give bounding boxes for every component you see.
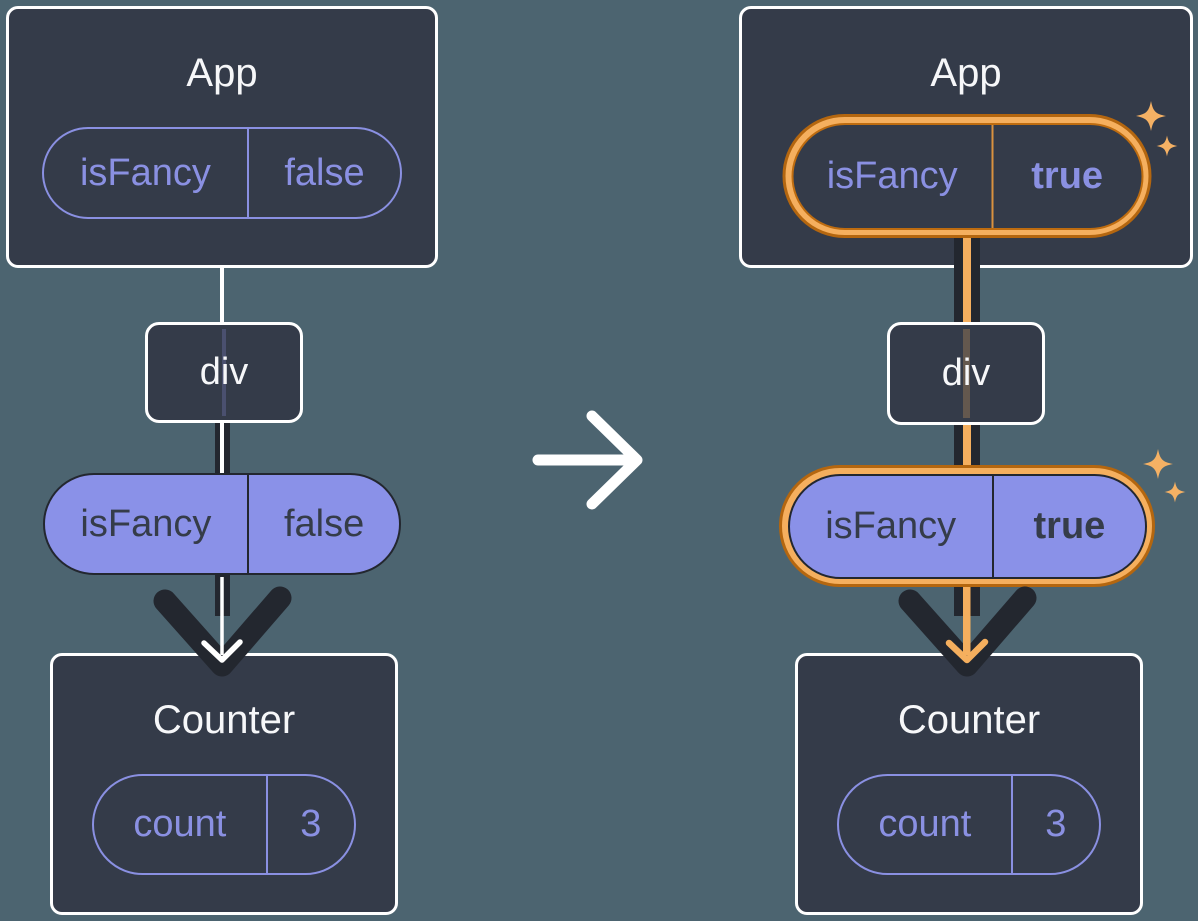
counter-title: Counter (152, 698, 296, 742)
counter-component-box-before: Counter count 3 (50, 653, 398, 915)
div-label: div (941, 352, 991, 394)
pill-divider (991, 124, 994, 228)
prop-value: false (283, 502, 365, 545)
pill-divider (246, 475, 250, 573)
div-node-after: div (887, 322, 1045, 425)
pass-through-line (222, 329, 226, 416)
state-value: 3 (300, 803, 322, 845)
highlight-ring: isFancy true (779, 465, 1155, 587)
app-to-div-connector (220, 266, 224, 324)
prop-pill-isfancy-before: isFancy false (43, 473, 401, 575)
prop-name: isFancy (80, 502, 212, 545)
state-name: count (133, 803, 227, 845)
state-pill-count-before: count 3 (92, 774, 356, 875)
app-title: App (930, 51, 1002, 95)
highlight-ring: isFancy true (782, 114, 1152, 238)
state-name: isFancy (79, 151, 211, 194)
state-pill-isfancy-after: isFancy true (791, 122, 1143, 230)
state-value: false (284, 151, 365, 194)
div-node-before: div (145, 322, 303, 423)
pill-divider (1010, 776, 1013, 873)
app-component-box-before: App isFancy false (6, 6, 438, 268)
pass-through-line (962, 329, 970, 418)
state-name: count (878, 803, 972, 845)
prop-flow-line-core-upper (220, 423, 224, 475)
pill-divider (246, 129, 249, 217)
sparkle-icon (1143, 449, 1186, 503)
state-pill-count-after: count 3 (837, 774, 1101, 875)
pill-divider (265, 776, 268, 873)
state-name: isFancy (826, 154, 958, 197)
state-value: true (1031, 154, 1104, 197)
state-pill-isfancy-before: isFancy false (42, 127, 402, 219)
counter-component-box-after: Counter count 3 (795, 653, 1143, 915)
div-label: div (199, 351, 249, 393)
prop-pill-isfancy-after: isFancy true (787, 473, 1147, 579)
app-title: App (186, 51, 258, 95)
state-value: 3 (1045, 803, 1067, 845)
prop-name: isFancy (825, 504, 957, 547)
prop-value: true (1033, 504, 1106, 547)
counter-title: Counter (897, 698, 1041, 742)
pill-divider (991, 475, 995, 577)
transition-arrow-icon (532, 410, 643, 510)
